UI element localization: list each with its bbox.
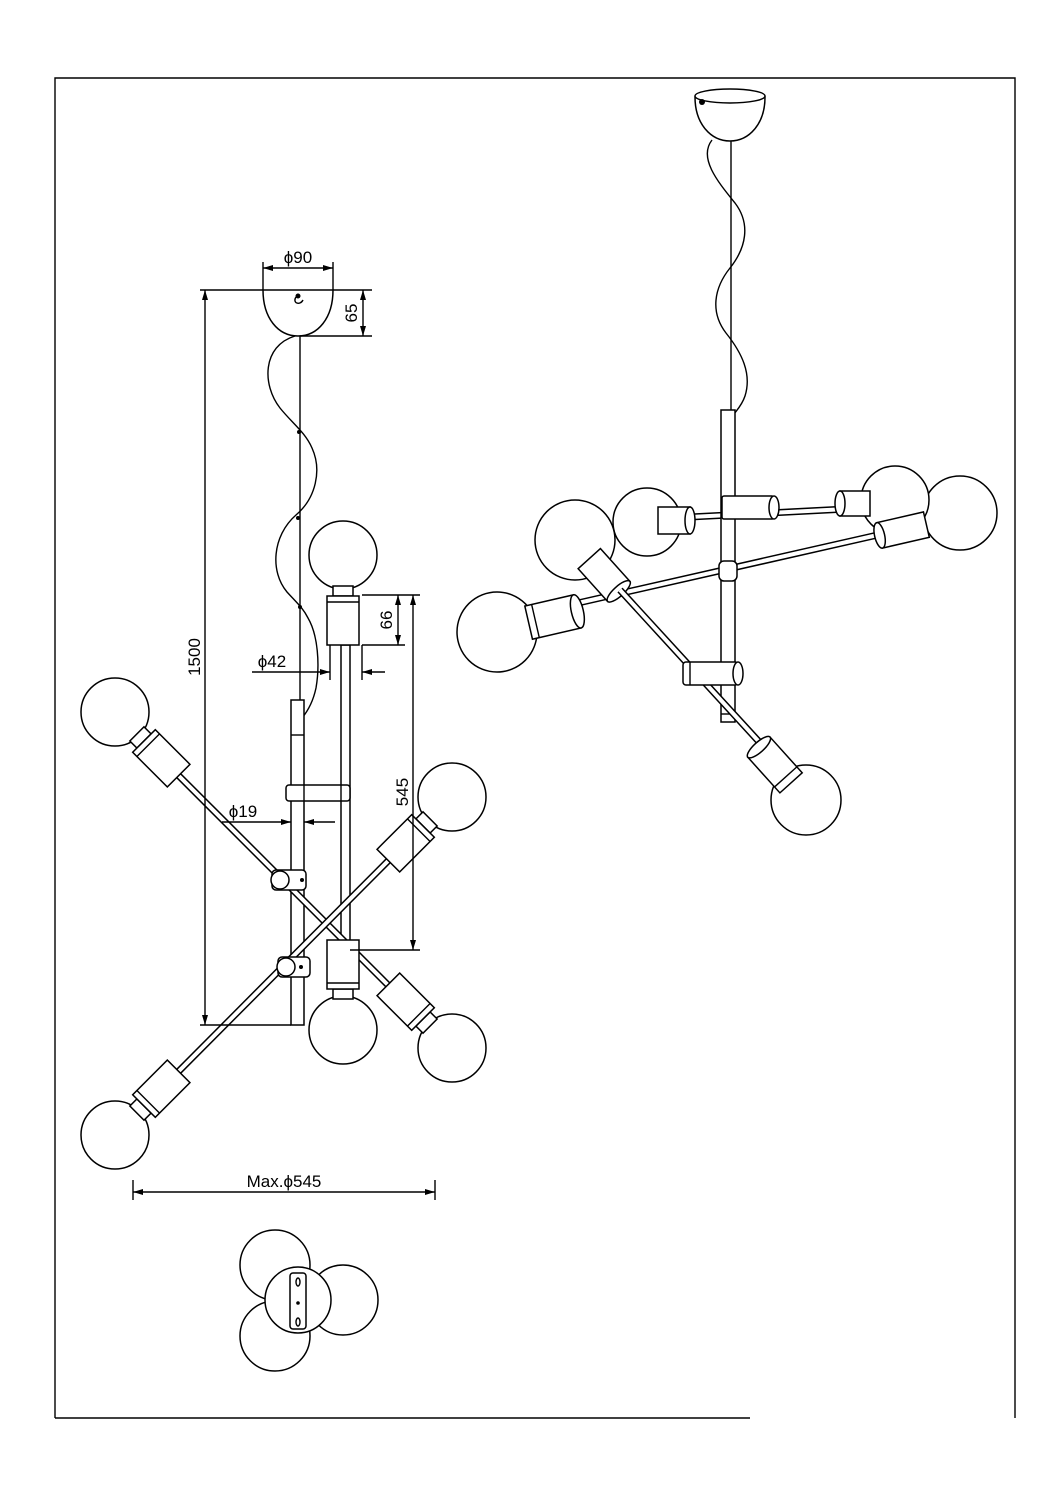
lamp-head-lower-right [375,971,487,1083]
dim-label-socket-height: 66 [377,611,396,630]
dimension-canopy-diameter: ϕ90 [262,248,334,290]
socket [131,728,192,789]
dimension-rod-diameter: ϕ19 [222,802,335,825]
canopy [262,289,334,337]
pivot-screw [299,965,303,969]
mounting-hole [296,1301,300,1305]
canopy-hook [295,293,301,299]
dimension-overall-height: 1500 [185,290,291,1026]
socket-end [684,506,696,535]
collar-end [768,495,780,520]
socket [131,1058,192,1119]
rod-collar-lower [682,661,744,686]
pivot-joint-lower [276,956,311,978]
socket-end [746,735,772,759]
socket-band [530,604,540,638]
dim-label-socket-span: 545 [393,778,412,806]
drawing-frame [54,77,1016,1419]
mounting-slot [295,1317,301,1327]
canopy-hook-loop [294,296,304,304]
socket-far-right [873,511,931,549]
lamp-head-upper-left [80,677,192,789]
pivot-screw [300,878,304,882]
bulb-neck [332,585,354,597]
lamp-head-bottom [746,735,842,836]
dim-label-overall-height: 1500 [185,638,204,676]
rod-collar [285,784,351,802]
power-cable [267,335,319,719]
dimension-max-diameter: Max.ϕ545 [132,1172,436,1200]
rod-collar-upper [721,495,780,520]
dimension-socket-height: 66 [362,594,420,646]
socket-end [569,594,586,629]
bulb [308,520,378,590]
lamp-head-back-left [612,487,696,557]
dimension-socket-diameter: ϕ42 [252,645,385,680]
canopy-hook [699,99,705,105]
bulb-neck [332,988,354,1000]
dim-label-canopy-height: 65 [342,304,361,323]
dim-label-max-diameter: Max.ϕ545 [247,1172,322,1191]
power-cable [706,139,748,415]
socket [326,595,360,646]
bulb [456,591,538,673]
frame-outline [54,77,1016,1418]
rod-collar-middle [718,560,738,582]
socket-band [774,766,798,788]
canopy-rim [694,88,766,104]
socket-group [523,593,586,641]
socket-band [136,1089,161,1114]
lamp-head-bottom [308,939,378,1065]
pivot-cap [270,870,290,890]
dimension-canopy-height: 65 [200,289,372,337]
canopy [694,96,766,142]
cable-clip [297,430,301,434]
cable-clip [296,516,300,520]
pivot-joint-upper [270,869,307,891]
collar-body [721,495,775,520]
dimension-socket-span: 545 [350,595,420,951]
lamp-head-top [308,520,378,646]
collar-end [732,661,744,686]
dim-label-socket-diameter: ϕ42 [258,652,286,671]
socket [375,813,436,874]
socket [375,971,436,1032]
lamp-head-lower-left [80,1058,192,1170]
mounting-plate [289,1272,307,1330]
socket-end [873,521,887,549]
socket-end [834,490,846,517]
socket-group [746,735,804,794]
perspective-view [456,88,998,836]
collar-body [682,661,739,686]
lamp-head-left [534,499,632,603]
bulb-far-right [922,475,998,551]
dim-label-rod-diameter: ϕ19 [229,802,257,821]
socket-band [136,733,161,758]
mounting-slot [295,1277,301,1287]
front-view: ϕ90 65 1500 66 545 [80,248,487,1200]
socket [326,939,360,990]
lamp-head-far-left [456,591,586,673]
bottom-view [239,1229,379,1372]
cable-clip [298,605,302,609]
bulb [308,995,378,1065]
socket-band [406,1002,431,1027]
pivot-cap [276,957,296,977]
dim-label-canopy-diameter: ϕ90 [284,248,312,267]
